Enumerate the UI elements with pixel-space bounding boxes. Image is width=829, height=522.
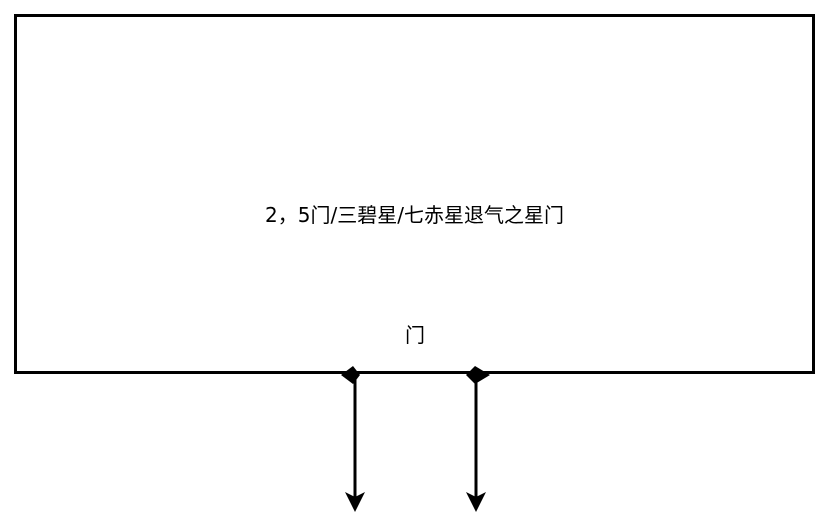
- left-arrow-head-down: [345, 492, 365, 512]
- right-arrow-head-up: [466, 366, 490, 384]
- door-label: 门: [405, 323, 425, 347]
- room-box: 2，5门/三碧星/七赤星退气之星门: [14, 14, 815, 374]
- right-door-arrow: [466, 366, 490, 512]
- left-door-arrow: [341, 366, 365, 512]
- room-label: 2，5门/三碧星/七赤星退气之星门: [265, 203, 564, 227]
- left-arrow-head-up: [341, 366, 360, 384]
- right-arrow-head-down: [466, 492, 486, 512]
